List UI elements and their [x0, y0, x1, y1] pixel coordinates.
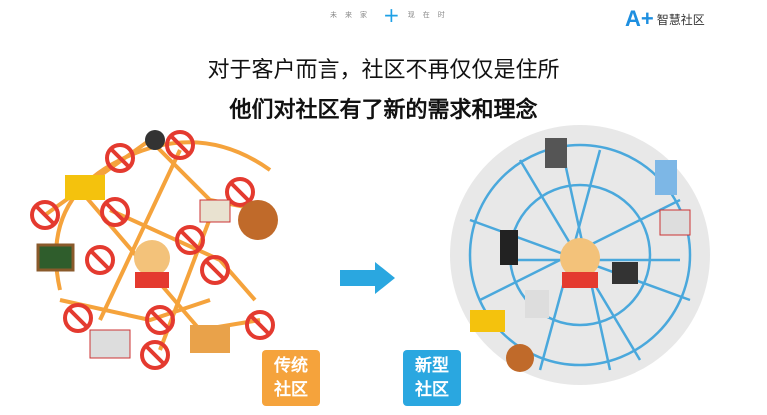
delivery-van-icon [65, 175, 105, 200]
shop-icon [190, 325, 230, 353]
house-icon [199, 199, 231, 223]
tag-line: 新型 [415, 356, 449, 376]
slogan-left: 未来家 [330, 11, 375, 19]
person-icon [145, 130, 165, 150]
basketball-icon [506, 344, 534, 372]
traditional-community-tag: 传统社区 [262, 350, 320, 406]
title-line1: 对于客户而言，社区不再仅仅是住所 [207, 58, 560, 83]
slogan-right: 现在时 [407, 11, 453, 19]
blackboard-icon [36, 243, 75, 272]
hospital-icon [659, 209, 691, 236]
traditional-items [36, 130, 278, 359]
ban-icons [30, 130, 275, 370]
smartphone-icon [500, 230, 518, 265]
fingerprint-icon [525, 290, 549, 318]
plus-icon: + [383, 3, 400, 27]
tag-line: 社区 [274, 380, 308, 400]
tv-icon [612, 262, 638, 284]
resident-avatar-icon [560, 238, 600, 278]
new-community-tag: 新型社区 [403, 350, 461, 406]
basketball-icon [238, 200, 278, 240]
building-icon [655, 160, 677, 195]
phone-icon [545, 138, 567, 168]
new-network [450, 125, 710, 385]
delivery-van-icon [470, 310, 505, 332]
logo-mark: A+ [625, 6, 654, 31]
logo-text: 智慧社区 [656, 12, 705, 27]
tag-line: 社区 [415, 380, 449, 400]
tag-line: 传统 [274, 356, 308, 376]
ban-slashes [34, 134, 271, 366]
resident-avatar-icon [134, 240, 170, 276]
logo: A+智慧社区 [625, 6, 705, 32]
slogan: 未来家 + 现在时 [330, 3, 453, 27]
title-line2: 他们对社区有了新的需求和理念 [229, 98, 538, 123]
arrow-right-icon [340, 262, 395, 294]
hospital-icon [89, 329, 131, 359]
